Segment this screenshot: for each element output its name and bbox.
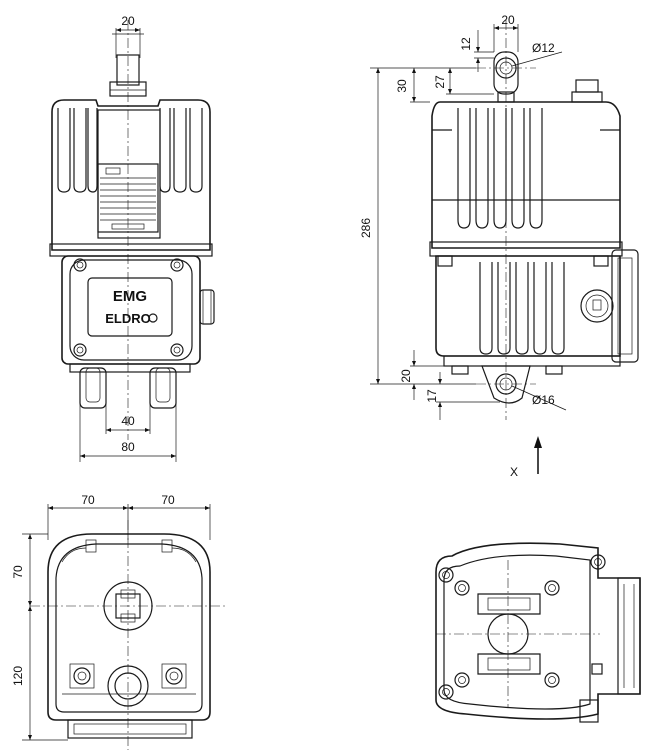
dim-side-overall-height: 286 (359, 218, 373, 238)
eldro-logo-text: ELDRO (105, 311, 151, 326)
dim-front-lug-spacing: 40 (121, 414, 135, 428)
dim-side-bottom-hole: Ø16 (532, 393, 555, 407)
dim-side-lug-height: 12 (459, 37, 473, 51)
registered-mark-icon (148, 313, 158, 323)
bottom-view: 70 70 70 (11, 493, 228, 750)
dim-bottom-half-width-left: 70 (81, 493, 95, 507)
dim-side-top-offset-a: 30 (395, 79, 409, 93)
front-view: EMG ELDRO 20 40 80 (49, 14, 215, 462)
side-view: 20 12 Ø12 30 27 286 20 (359, 13, 639, 479)
view-x (435, 542, 641, 723)
dim-side-top-hole: Ø12 (532, 41, 555, 55)
view-arrow-label: X (510, 465, 518, 479)
dim-side-bottom-offset-b: 17 (425, 389, 439, 403)
dim-front-shaft-width: 20 (121, 14, 135, 28)
dim-bottom-lower-height: 120 (11, 666, 25, 686)
dim-side-bottom-offset-a: 20 (399, 369, 413, 383)
dim-side-lug-width: 20 (501, 13, 515, 27)
dim-side-top-offset-b: 27 (433, 75, 447, 89)
view-arrow-icon (534, 436, 542, 448)
dim-bottom-half-width-right: 70 (161, 493, 175, 507)
dim-bottom-upper-height: 70 (11, 565, 25, 579)
emg-logo-text: EMG (113, 288, 147, 305)
dim-front-bottom-width: 80 (121, 440, 135, 454)
